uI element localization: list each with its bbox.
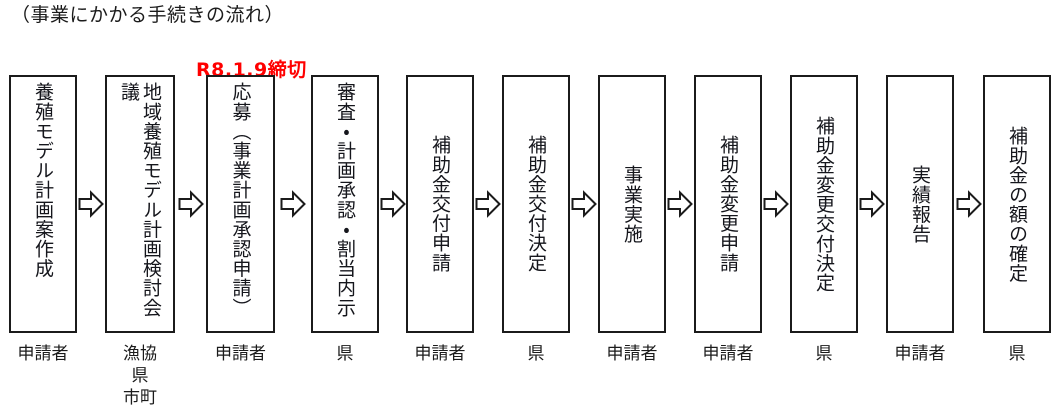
process-step-7: 事業実施申請者: [598, 75, 666, 365]
process-step-8: 補助金変更申請申請者: [694, 75, 762, 365]
step-actor-10: 申請者: [895, 343, 946, 365]
step-label-3: 応募（事業計画承認申請）: [229, 82, 252, 318]
step-box-4[interactable]: 審査・計画承認・割当内示: [311, 75, 379, 333]
step-actor-9: 県: [816, 343, 833, 365]
step-label-2: 地域養殖モデル計画検討会議: [118, 82, 163, 318]
process-step-4: 審査・計画承認・割当内示県: [311, 75, 379, 365]
step-actor-6: 県: [528, 343, 545, 365]
flow-arrow: [762, 75, 790, 333]
step-box-2[interactable]: 地域養殖モデル計画検討会議: [105, 75, 175, 333]
step-label-8: 補助金変更申請: [717, 135, 740, 273]
process-flow-row: 養殖モデル計画案作成申請者地域養殖モデル計画検討会議漁協県市町応募（事業計画承認…: [0, 75, 1060, 407]
actor-line: 申請者: [17, 344, 69, 364]
actor-line: 申請者: [215, 344, 266, 364]
step-actor-3: 申請者: [215, 343, 266, 365]
process-step-1: 養殖モデル計画案作成申請者: [9, 75, 77, 365]
step-box-6[interactable]: 補助金交付決定: [502, 75, 570, 333]
flow-arrow: [858, 75, 886, 333]
actor-line: 県: [336, 344, 354, 364]
step-actor-4: 県: [337, 343, 354, 365]
step-label-11: 補助金の額の確定: [1006, 125, 1029, 283]
process-step-3: 応募（事業計画承認申請） 申請者: [206, 75, 275, 365]
process-step-11: 補助金の額の確定県: [983, 75, 1051, 365]
step-actor-5: 申請者: [415, 343, 466, 365]
flow-arrow: [474, 75, 502, 333]
process-step-2: 地域養殖モデル計画検討会議漁協県市町: [105, 75, 175, 407]
step-box-8[interactable]: 補助金変更申請: [694, 75, 762, 333]
flow-arrow: [954, 75, 983, 333]
step-label-1: 養殖モデル計画案作成: [32, 82, 55, 278]
step-box-10[interactable]: 実績報告: [886, 75, 954, 333]
actor-line: 申請者: [606, 344, 658, 364]
flow-arrow: [77, 75, 105, 333]
flow-arrow: [666, 75, 694, 333]
actor-line: 県: [1008, 344, 1026, 364]
step-actor-7: 申請者: [607, 343, 658, 365]
step-actor-2: 漁協県市町: [123, 343, 157, 407]
actor-line: 県: [815, 344, 833, 364]
actor-line: 市町: [123, 388, 157, 407]
step-box-5[interactable]: 補助金交付申請: [406, 75, 474, 333]
step-actor-8: 申請者: [703, 343, 754, 365]
left-spacer: [0, 75, 9, 333]
process-step-6: 補助金交付決定県: [502, 75, 570, 365]
actor-line: 県: [527, 344, 545, 364]
flow-arrow: [275, 75, 311, 333]
step-label-9: 補助金変更交付決定: [813, 115, 836, 293]
flow-arrow: [175, 75, 206, 333]
step-box-11[interactable]: 補助金の額の確定: [983, 75, 1051, 333]
step-box-3[interactable]: 応募（事業計画承認申請）: [206, 75, 275, 333]
process-step-9: 補助金変更交付決定県: [790, 75, 858, 365]
actor-line: 県: [131, 366, 149, 386]
process-step-10: 実績報告申請者: [886, 75, 954, 365]
page-title: （事業にかかる手続きの流れ）: [11, 4, 285, 26]
actor-line: 申請者: [894, 344, 946, 364]
step-box-9[interactable]: 補助金変更交付決定: [790, 75, 858, 333]
flow-arrow: [379, 75, 406, 333]
step-label-6: 補助金交付決定: [525, 135, 548, 273]
step-box-7[interactable]: 事業実施: [598, 75, 666, 333]
step-label-7: 事業実施: [621, 164, 644, 244]
step-label-5: 補助金交付申請: [429, 135, 452, 273]
actor-line: 漁協: [123, 344, 157, 364]
actor-line: 申請者: [414, 344, 466, 364]
step-label-10: 実績報告: [909, 164, 932, 244]
flow-arrow: [570, 75, 598, 333]
process-step-5: 補助金交付申請申請者: [406, 75, 474, 365]
step-actor-11: 県: [1009, 343, 1026, 365]
step-actor-1: 申請者: [18, 343, 69, 365]
actor-line: 申請者: [702, 344, 754, 364]
step-box-1[interactable]: 養殖モデル計画案作成: [9, 75, 77, 333]
step-label-4: 審査・計画承認・割当内示: [334, 82, 357, 318]
